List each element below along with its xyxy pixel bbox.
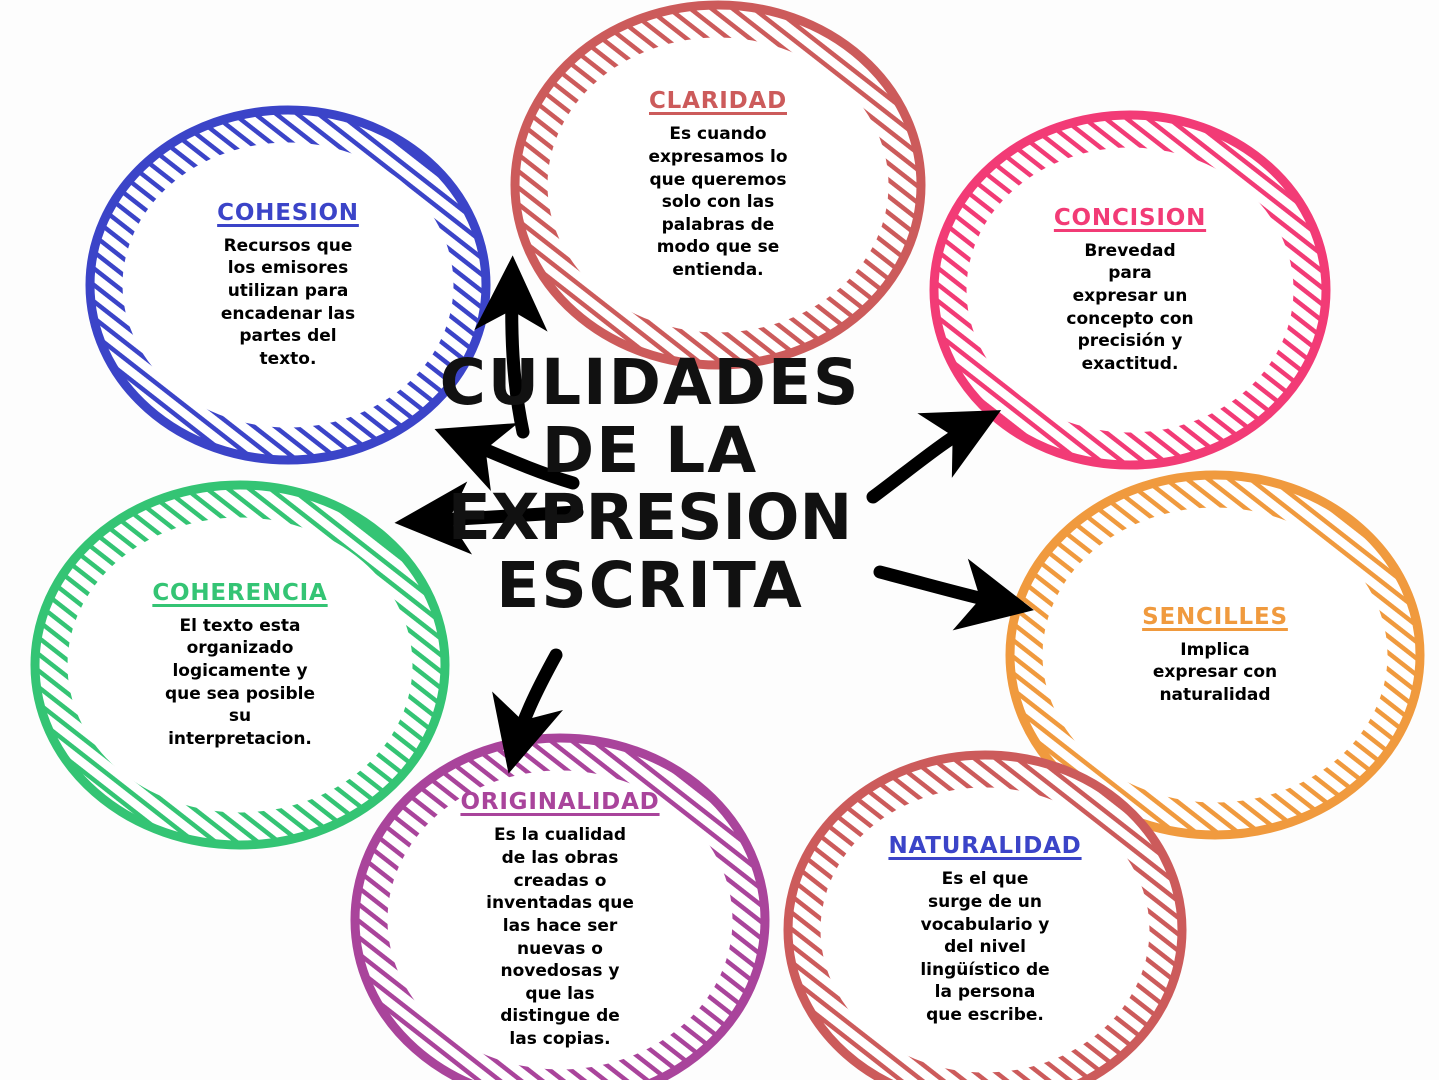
node-concision-title: CONCISION [1053, 204, 1207, 231]
node-originalidad-description: Es la cualidad de las obras creadas o in… [486, 825, 634, 1049]
connector-to-coherencia [394, 481, 584, 555]
node-claridad-title: CLARIDAD [649, 88, 787, 115]
node-originalidad[interactable]: ORIGINALIDAD Es la cualidad de las obras… [355, 738, 765, 1080]
node-sencilles-title: SENCILLES [1142, 603, 1288, 630]
node-concision-description: Brevedad para expresar un concepto con p… [1066, 240, 1194, 374]
node-claridad[interactable]: CLARIDAD Es cuando expresamos lo que que… [515, 5, 921, 365]
center-title-line-3: EXPRESION [447, 481, 853, 555]
connector-to-originalidad [492, 648, 563, 774]
center-title-line-4: ESCRITA [496, 549, 804, 623]
node-claridad-description: Es cuando expresamos lo que queremos sol… [648, 124, 788, 281]
node-cohesion-description: Recursos que los emisores utilizan para … [220, 235, 356, 369]
node-coherencia-title: COHERENCIA [152, 579, 328, 606]
node-originalidad-title: ORIGINALIDAD [460, 789, 660, 816]
node-naturalidad-title: NATURALIDAD [888, 833, 1082, 860]
node-sencilles-description: Implica expresar con naturalidad [1152, 639, 1278, 705]
node-naturalidad-description: Es el que surge de un vocabulario y del … [920, 869, 1050, 1026]
node-cohesion-title: COHESION [217, 199, 359, 226]
connector-to-sencilles [873, 558, 1034, 631]
node-cohesion[interactable]: COHESION Recursos que los emisores utili… [90, 110, 486, 460]
node-coherencia-description: El texto esta organizado logicamente y q… [164, 615, 316, 749]
node-concision[interactable]: CONCISION Brevedad para expresar un conc… [934, 115, 1326, 465]
node-naturalidad[interactable]: NATURALIDAD Es el que surge de un vocabu… [788, 755, 1182, 1080]
